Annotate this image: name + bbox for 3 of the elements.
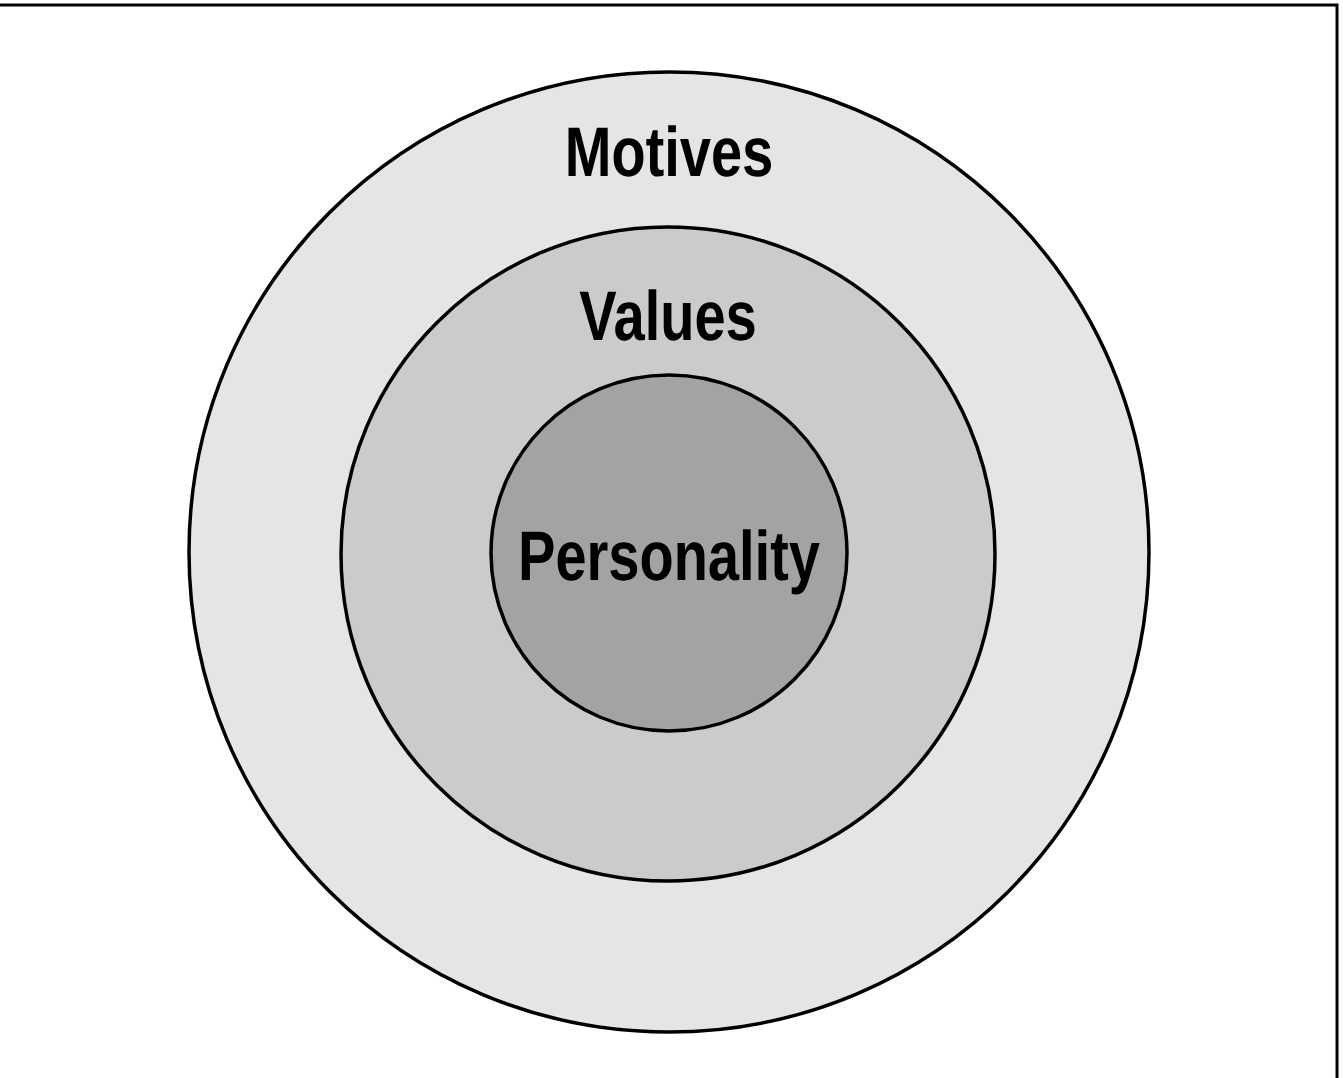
circle-label: Values (579, 289, 755, 341)
circle-label: Personality (521, 529, 820, 595)
circle-label: Motives (568, 125, 771, 177)
